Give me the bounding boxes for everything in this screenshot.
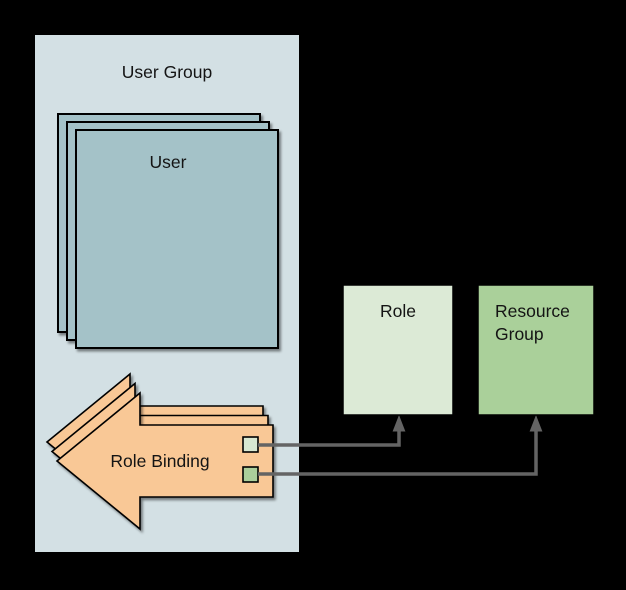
user-stack — [57, 113, 279, 349]
connector-resource-group-arrowhead-icon — [529, 415, 543, 432]
resource-group-label: Resource Group — [495, 301, 570, 344]
role-binding-arrow-front — [55, 391, 274, 531]
user-box-front — [75, 129, 279, 349]
role-binding-arrow-stack — [45, 372, 274, 531]
user-label: User — [149, 152, 187, 172]
connector-role-arrowhead-icon — [392, 415, 406, 432]
role-label: Role — [380, 301, 416, 321]
connector-role-binding-to-resource-group — [258, 431, 538, 476]
user-group-label: User Group — [121, 62, 213, 82]
role-box — [342, 284, 454, 416]
connector-role-binding-to-role — [258, 431, 401, 447]
resource-group-box — [477, 284, 595, 416]
role-binding-label: Role Binding — [110, 451, 210, 471]
